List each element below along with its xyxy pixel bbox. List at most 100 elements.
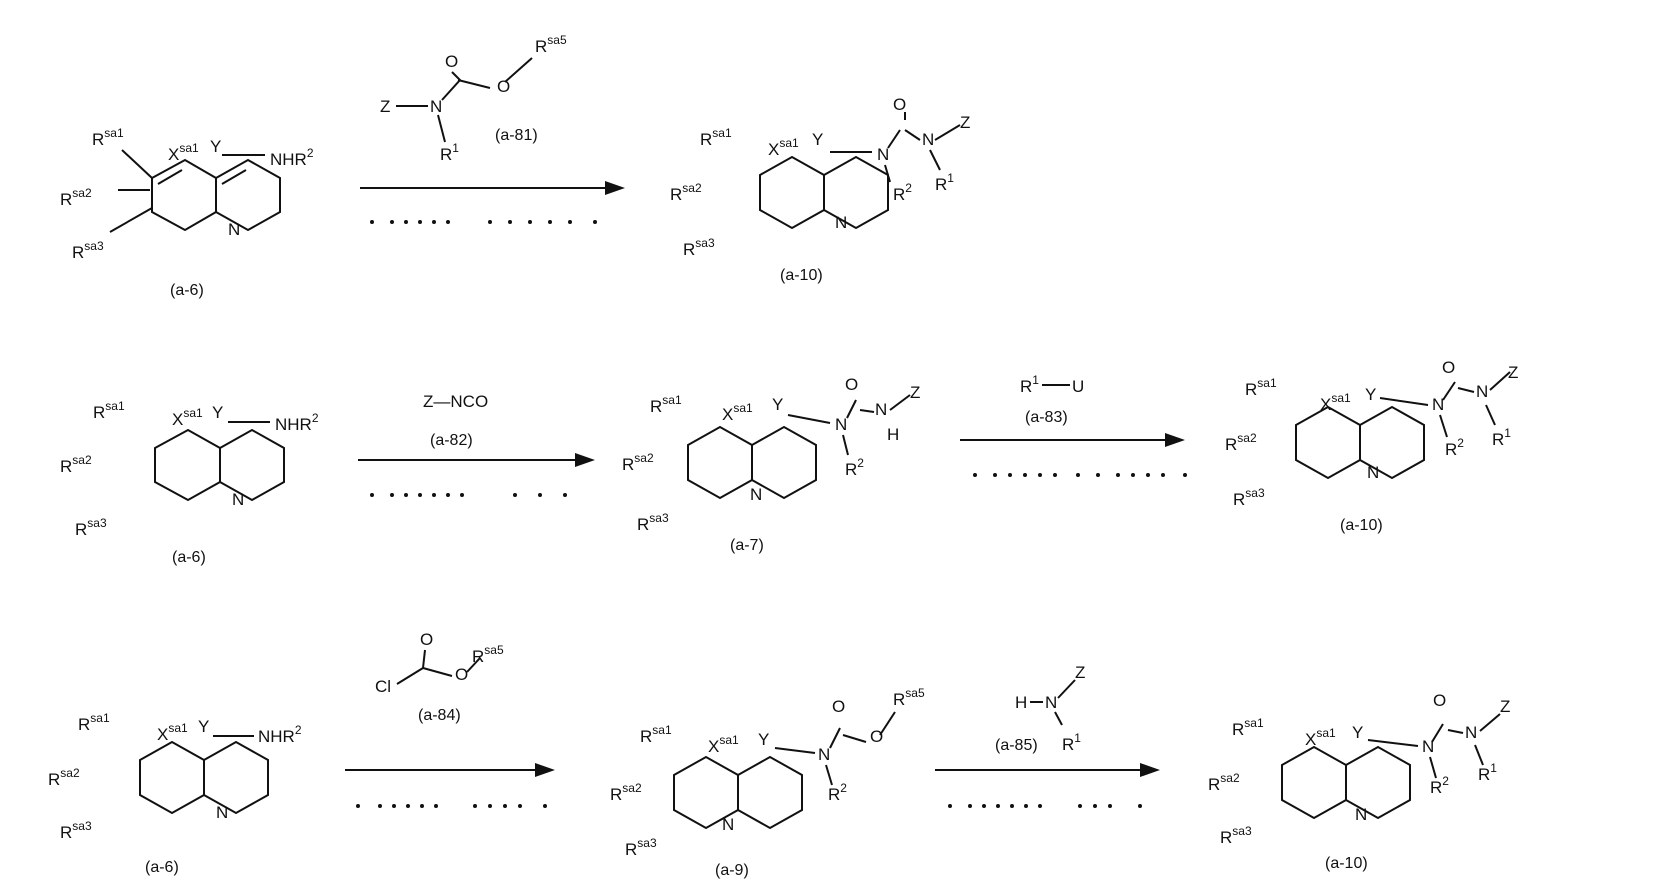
- pyridine-ring: [824, 157, 888, 228]
- y-label: Y: [772, 395, 783, 414]
- y-label: Y: [212, 403, 223, 422]
- pyridine-ring: [220, 430, 284, 500]
- benzo-ring: [1296, 407, 1360, 478]
- r2-label: R2: [845, 456, 864, 479]
- rsa3-label: Rsa3: [72, 239, 104, 262]
- reaction-arrow-2[interactable]: [358, 453, 595, 467]
- compound-a10-row2: Rsa1 Rsa2 Rsa3 Xsa1 Y O Z N N R2 R1 N (a…: [1225, 358, 1518, 534]
- reaction-arrow-1[interactable]: [360, 181, 625, 195]
- compound-label-a82: (a-82): [430, 432, 473, 449]
- rsa1-label: Rsa1: [93, 399, 125, 422]
- benzo-ring: [140, 742, 204, 813]
- reagent-a84: O Cl O Rsa5 (a-84): [375, 630, 504, 724]
- y-label: Y: [1365, 385, 1376, 404]
- n-label: N: [430, 97, 442, 116]
- pyridine-ring: [216, 160, 280, 230]
- o-label: O: [832, 697, 845, 716]
- y-label: Y: [198, 717, 209, 736]
- reagent-a83: R1 U (a-83): [1020, 373, 1084, 426]
- rsa3-label: Rsa3: [75, 516, 107, 539]
- u-label: U: [1072, 377, 1084, 396]
- compound-label-a10: (a-10): [780, 267, 823, 284]
- y-label: Y: [812, 130, 823, 149]
- dotted-line-4: [356, 804, 547, 808]
- rsa3-label: Rsa3: [60, 819, 92, 842]
- compound-label-a7: (a-7): [730, 537, 764, 554]
- n-label-2: N: [1476, 382, 1488, 401]
- rsa2-label: Rsa2: [622, 451, 654, 474]
- rsa3-label: Rsa3: [683, 236, 715, 259]
- r1-label: R1: [1492, 426, 1511, 449]
- reaction-arrow-3[interactable]: [960, 433, 1185, 447]
- rsa3-label: Rsa3: [637, 511, 669, 534]
- carbonyl-o-label: O: [445, 52, 458, 71]
- rsa2-label: Rsa2: [48, 766, 80, 789]
- reaction-arrow-4[interactable]: [345, 763, 555, 777]
- rsa1-label: Rsa1: [700, 126, 732, 149]
- dotted-line-3: [973, 473, 1187, 477]
- n-label-1: N: [1432, 395, 1444, 414]
- rsa2-label: Rsa2: [610, 781, 642, 804]
- nhr2-label: NHR2: [258, 723, 302, 746]
- dotted-line-1: [370, 220, 597, 224]
- benzo-ring: [1282, 747, 1346, 818]
- row-2: Rsa1 Rsa2 Rsa3 Xsa1 Y NHR2 N (a-6) Z—NCO…: [60, 358, 1518, 566]
- benzo-ring: [152, 160, 216, 230]
- h-label: H: [887, 425, 899, 444]
- rsa3-label: Rsa3: [1233, 486, 1265, 509]
- r1-label: R1: [1062, 731, 1081, 754]
- z-label: Z: [380, 97, 390, 116]
- rsa3-label: Rsa3: [625, 836, 657, 859]
- o-label: O: [845, 375, 858, 394]
- ring-n-label: N: [232, 490, 244, 509]
- compound-label-a10: (a-10): [1340, 517, 1383, 534]
- carbamate-bonds: [775, 712, 895, 785]
- ring-n-label: N: [228, 220, 240, 239]
- z-nco-label: Z—NCO: [423, 392, 488, 411]
- ring-double-bonds: [158, 170, 246, 184]
- rsa1-label: Rsa1: [78, 711, 110, 734]
- z-label: Z: [910, 383, 920, 402]
- rsa1-label: Rsa1: [650, 393, 682, 416]
- rsa1-label: Rsa1: [640, 723, 672, 746]
- r1-label: R1: [440, 141, 459, 164]
- h-label: H: [1015, 693, 1027, 712]
- ring-n-label: N: [750, 485, 762, 504]
- nhr2-label: NHR2: [275, 411, 319, 434]
- x-sa1-label: Xsa1: [708, 733, 739, 756]
- n-label-1: N: [877, 145, 889, 164]
- compound-label-a83: (a-83): [1025, 409, 1068, 426]
- benzo-ring: [688, 427, 752, 498]
- compound-a10-row3: Rsa1 Rsa2 Rsa3 Xsa1 Y O Z N N R2 R1 N (a…: [1208, 691, 1510, 872]
- x-sa1-label: Xsa1: [172, 406, 203, 429]
- rsa2-label: Rsa2: [670, 181, 702, 204]
- dotted-line-2: [370, 493, 567, 497]
- ester-o-label: O: [455, 665, 468, 684]
- benzo-ring: [155, 430, 220, 500]
- urea-bonds: [1380, 372, 1510, 437]
- compound-label-a85: (a-85): [995, 737, 1038, 754]
- compound-label-a6: (a-6): [172, 549, 206, 566]
- reagent-a82: Z—NCO (a-82): [423, 392, 488, 449]
- n-label: N: [818, 745, 830, 764]
- r1-label: R1: [935, 171, 954, 194]
- pyridine-ring: [204, 742, 268, 813]
- z-label: Z: [1075, 663, 1085, 682]
- n-label-2: N: [1465, 723, 1477, 742]
- x-sa1-label: Xsa1: [1305, 726, 1336, 749]
- compound-a7: Rsa1 Rsa2 Rsa3 Xsa1 Y O Z N N H R2 N (a-…: [622, 375, 920, 554]
- rsa2-label: Rsa2: [60, 453, 92, 476]
- rsa2-label: Rsa2: [1225, 431, 1257, 454]
- dotted-line-5: [948, 804, 1142, 808]
- n-label-2: N: [875, 400, 887, 419]
- nhr2-label: NHR2: [270, 146, 314, 169]
- ring-n-label: N: [835, 213, 847, 232]
- rsa3-label: Rsa3: [1220, 824, 1252, 847]
- compound-a6-row2: Rsa1 Rsa2 Rsa3 Xsa1 Y NHR2 N (a-6): [60, 399, 319, 566]
- r1-label: R1: [1478, 761, 1497, 784]
- reaction-arrow-5[interactable]: [935, 763, 1160, 777]
- y-label: Y: [758, 730, 769, 749]
- row-1: Rsa1 Rsa2 Rsa3 Xsa1 Y NHR2 N (a-6) O O R…: [60, 33, 970, 299]
- r2-label: R2: [893, 181, 912, 204]
